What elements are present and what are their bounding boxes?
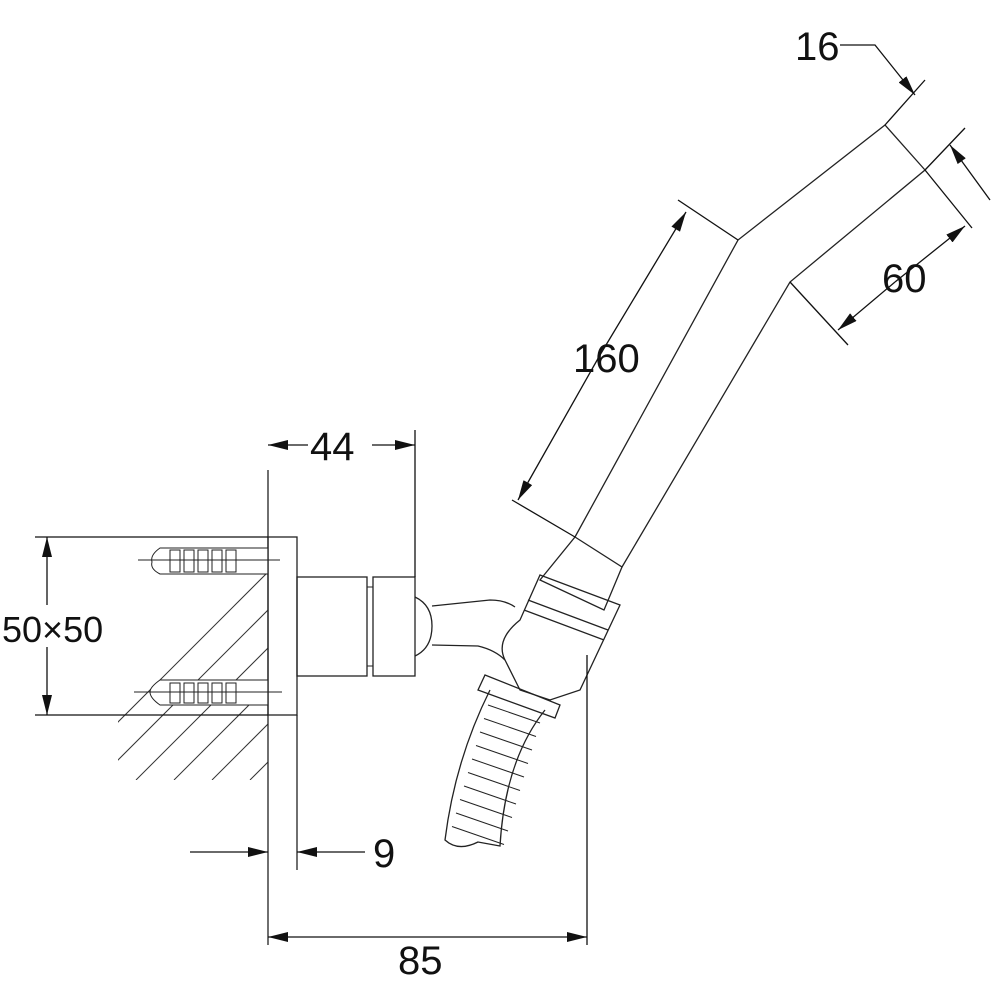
dimension-outlet-depth: 44 bbox=[268, 425, 416, 577]
holder-ring-lines bbox=[523, 599, 609, 641]
hose-rib bbox=[483, 718, 537, 737]
label-44: 44 bbox=[310, 425, 355, 469]
hose-rib bbox=[479, 731, 533, 751]
hatch-line bbox=[364, 450, 694, 780]
hatch-line bbox=[173, 685, 268, 780]
hose-rib bbox=[455, 812, 509, 832]
hose bbox=[444, 689, 546, 848]
hatch-line bbox=[118, 571, 268, 723]
hatch-line bbox=[478, 450, 808, 780]
hose-rib bbox=[467, 772, 521, 791]
dimension-handle-length: 160 bbox=[511, 199, 739, 538]
hatch-line bbox=[554, 450, 884, 780]
hatch-line bbox=[516, 450, 846, 780]
wall-anchor-bottom bbox=[134, 679, 282, 706]
hose-ribs bbox=[451, 704, 541, 845]
outlet-body bbox=[296, 576, 368, 677]
dimension-total-depth: 85 bbox=[268, 655, 588, 983]
hose-nut bbox=[477, 674, 561, 719]
hatch-line bbox=[118, 609, 268, 761]
handle-collar bbox=[538, 536, 623, 611]
hose-rib bbox=[463, 785, 517, 805]
label-85: 85 bbox=[398, 939, 443, 983]
mounting-plate bbox=[267, 536, 298, 716]
outlet-gap bbox=[366, 586, 374, 667]
label-16: 16 bbox=[795, 25, 840, 69]
hose-rib bbox=[471, 758, 525, 778]
hose-rib bbox=[475, 745, 529, 764]
hose-rib bbox=[487, 704, 541, 724]
hatch-line bbox=[326, 450, 656, 780]
hose-rib bbox=[459, 799, 513, 818]
wall-hatching bbox=[118, 450, 884, 780]
label-160: 160 bbox=[573, 337, 640, 381]
dimension-head-width: 16 bbox=[795, 25, 991, 201]
hatch-line bbox=[211, 723, 268, 780]
label-50x50: 50×50 bbox=[2, 609, 103, 650]
hatch-line bbox=[440, 450, 770, 780]
wall-anchor-top bbox=[138, 547, 280, 575]
dimension-head-length: 60 bbox=[789, 169, 973, 346]
hatch-line bbox=[135, 647, 268, 780]
shower-handle bbox=[574, 124, 926, 568]
label-9: 9 bbox=[373, 832, 395, 876]
dimension-plate-thickness: 9 bbox=[190, 832, 395, 876]
label-60: 60 bbox=[882, 257, 927, 301]
outlet-nut bbox=[372, 576, 416, 677]
handle-holder bbox=[501, 574, 621, 701]
ball-joint bbox=[414, 596, 433, 657]
holder-arm bbox=[431, 599, 516, 661]
hose-rib bbox=[451, 826, 505, 845]
dimension-plate-size: 50×50 bbox=[2, 536, 268, 716]
